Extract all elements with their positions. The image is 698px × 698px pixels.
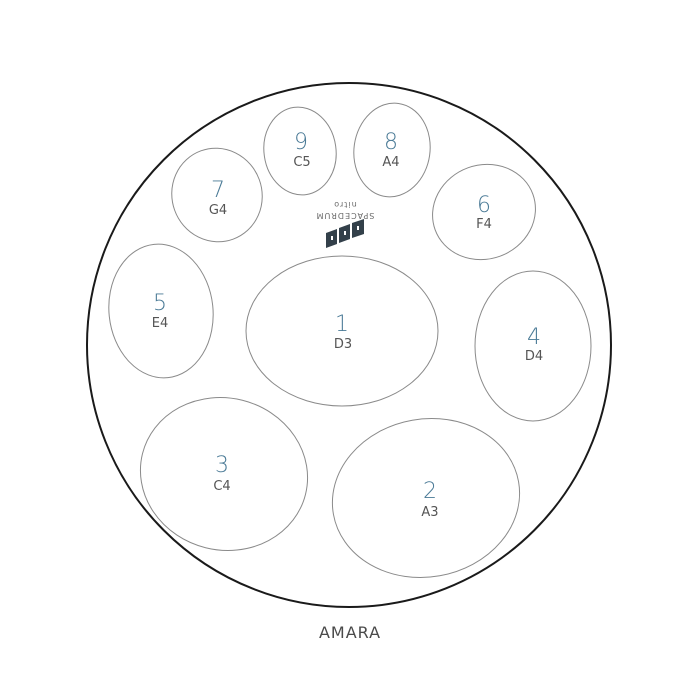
note-field-8[interactable]: 8 A4 bbox=[348, 98, 436, 202]
note-field-7-shape bbox=[171, 147, 263, 243]
note-number: 2 bbox=[423, 479, 437, 504]
note-field-4[interactable]: 4 D4 bbox=[474, 270, 592, 422]
note-number: 9 bbox=[294, 130, 308, 155]
note-pitch: A3 bbox=[421, 505, 438, 520]
brand-name: SPACEDRUM bbox=[316, 211, 375, 220]
note-number: 4 bbox=[527, 325, 541, 350]
note-field-9-shape bbox=[263, 106, 337, 196]
note-field-9[interactable]: 9 C5 bbox=[258, 102, 342, 199]
note-number: 5 bbox=[153, 291, 167, 316]
brand-mark: SPACEDRUM nitro bbox=[316, 200, 375, 248]
note-field-3[interactable]: 3 C4 bbox=[124, 380, 324, 568]
scale-name: AMARA bbox=[319, 623, 381, 642]
note-number: 7 bbox=[211, 178, 225, 203]
spacedrum-logo-icon bbox=[326, 219, 364, 248]
note-field-5[interactable]: 5 E4 bbox=[102, 239, 219, 383]
note-number: 6 bbox=[477, 193, 491, 218]
note-field-2[interactable]: 2 A3 bbox=[320, 404, 533, 592]
note-number: 3 bbox=[215, 453, 229, 478]
note-pitch: F4 bbox=[476, 217, 492, 232]
note-pitch: D3 bbox=[334, 337, 352, 352]
note-field-4-shape bbox=[474, 270, 592, 422]
note-field-1-shape bbox=[245, 255, 439, 407]
brand-sub: nitro bbox=[333, 200, 356, 209]
note-field-6-shape bbox=[432, 163, 536, 261]
note-field-6[interactable]: 6 F4 bbox=[419, 150, 549, 274]
note-number: 1 bbox=[335, 312, 349, 337]
note-pitch: G4 bbox=[209, 203, 227, 218]
note-field-8-shape bbox=[353, 102, 431, 198]
note-pitch: E4 bbox=[152, 316, 169, 331]
note-field-2-shape bbox=[331, 418, 521, 578]
note-field-3-shape bbox=[139, 397, 309, 551]
note-pitch: C5 bbox=[293, 155, 310, 170]
note-field-7[interactable]: 7 G4 bbox=[159, 135, 276, 254]
note-pitch: C4 bbox=[213, 479, 230, 494]
note-pitch: A4 bbox=[382, 155, 399, 170]
note-field-1[interactable]: 1 D3 bbox=[245, 255, 439, 407]
note-pitch: D4 bbox=[525, 349, 543, 364]
note-number: 8 bbox=[384, 130, 398, 155]
note-field-5-shape bbox=[108, 243, 214, 379]
